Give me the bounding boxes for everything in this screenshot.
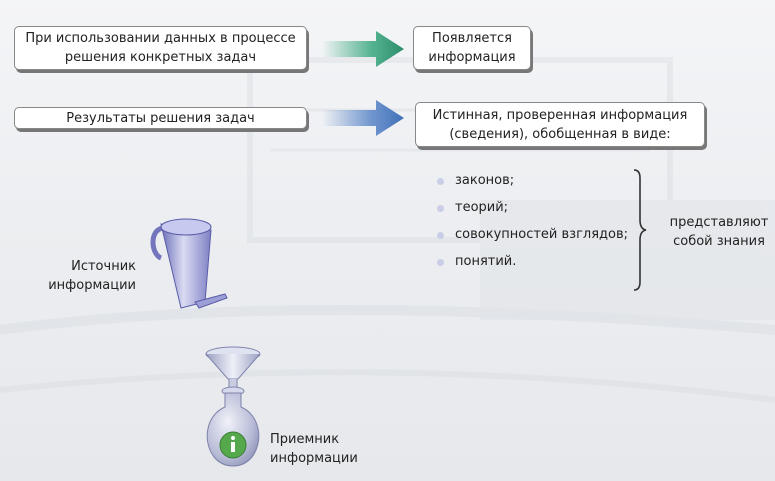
flask-funnel-icon	[205, 346, 261, 467]
right-brace-icon	[633, 169, 647, 291]
list-item: теорий;	[437, 199, 628, 226]
bullet-icon	[437, 205, 444, 212]
source-label: Источник информации	[40, 257, 136, 295]
arrow-right-icon	[322, 100, 404, 136]
list-item-text: теорий;	[455, 200, 509, 215]
list-item-text: законов;	[455, 173, 515, 188]
source-line-2: информации	[48, 278, 136, 293]
verified-info-box: Истинная, проверенная информация (сведен…	[415, 102, 705, 147]
list-item-text: совокупностей взглядов;	[455, 227, 629, 242]
usage-data-line-2: решения конкретных задач	[64, 50, 257, 65]
list-item: законов;	[437, 172, 628, 199]
task-results-box: Результаты решения задач	[14, 107, 307, 129]
list-item-text: понятий.	[455, 254, 517, 269]
task-results-text: Результаты решения задач	[66, 110, 255, 126]
knowledge-forms-list: законов; теорий; совокупностей взглядов;…	[437, 172, 628, 280]
arrow-right-icon	[322, 31, 404, 67]
knowledge-line-1: представляют	[669, 215, 769, 230]
info-appears-line-1: Появляется	[432, 31, 512, 46]
source-line-1: Источник	[71, 259, 136, 274]
knowledge-label: представляют собой знания	[664, 213, 774, 251]
receiver-label: Приемник информации	[270, 430, 358, 468]
verified-info-line-1: Истинная, проверенная информация	[432, 107, 688, 123]
bullet-icon	[437, 178, 444, 185]
knowledge-line-2: собой знания	[673, 234, 765, 249]
receiver-line-1: Приемник	[270, 432, 340, 447]
bullet-icon	[437, 259, 444, 266]
receiver-line-2: информации	[270, 451, 358, 466]
verified-info-line-2: (сведения), обобщенная в виде:	[449, 126, 671, 142]
list-item: понятий.	[437, 253, 628, 280]
info-appears-line-2: информация	[428, 50, 516, 65]
list-item: совокупностей взглядов;	[437, 226, 628, 253]
info-appears-box: Появляется информация	[413, 26, 531, 70]
bullet-icon	[437, 232, 444, 239]
usage-data-box: При использовании данных в процессе реше…	[14, 26, 307, 70]
usage-data-line-1: При использовании данных в процессе	[25, 31, 296, 46]
pitcher-icon	[150, 218, 228, 309]
